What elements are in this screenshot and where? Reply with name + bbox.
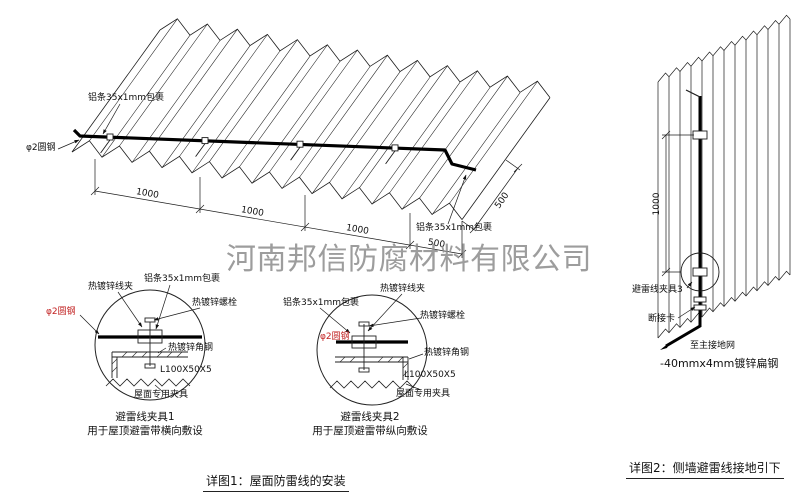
wall-label-disconnect: 断接卡 [648,312,675,324]
caption-detail1: 详图1：屋面防雷线的安装 [203,472,349,492]
dimension-ticks [90,186,467,259]
label-round-steel-main: φ2圆钢 [26,141,56,153]
d2-roof-sheet [329,380,415,389]
dimension-line [94,190,463,255]
label-al-strip-right: 铝条35x1mm包裹 [416,221,492,233]
label-al-strip-top: 铝条35x1mm包裹 [88,91,164,103]
d1-roof-sheet [105,378,191,387]
detail-circle-2 [316,294,428,406]
d2-title: 避雷线夹具2 [340,410,399,423]
detail1-leaders [79,284,201,393]
downlead-wire [665,96,702,348]
lightning-wire [72,128,477,172]
detail-circle-1 [94,289,206,401]
d2-label-angle: 热镀锌角钢 [424,346,469,358]
d1-nut-top [144,317,156,323]
wall-elevation-view [657,14,791,339]
wall-ribs [657,19,791,338]
wall-top-edge [657,14,791,83]
wall-label-to-ground: 至主接地网 [690,339,735,351]
downlead-entry [685,89,701,98]
d1-label-round-steel: φ2圆钢 [46,305,76,317]
wall-label-clamp3: 避雷线夹具3 [632,283,683,295]
d1-label-angle-spec: L100X50X5 [160,365,212,375]
dim-500-edge: 500 [493,191,511,211]
upper-clamp [692,130,708,140]
wall-leaders [677,281,696,319]
d2-angle-steel [335,356,409,380]
d2-label-angle-spec: L100X50X5 [404,370,456,380]
d1-label-clamp: 热镀锌线夹 [88,280,133,292]
roof-lightning-wire [72,128,477,172]
lower-clamp [692,267,708,277]
d1-nut-bottom [144,363,156,369]
d2-angle-hatch [339,356,409,377]
wire-clamp-stems [100,139,396,165]
dim-1000-c: 1000 [345,223,370,237]
downlead-arrowhead [660,342,670,350]
roof-valley-lines [101,35,521,215]
d2-subtitle: 用于屋顶避雷带纵向敷设 [312,424,428,437]
wall-downlead [660,89,720,350]
caption-detail2: 详图2：侧墙避雷线接地引下 [626,459,784,479]
roof-leaders [57,103,467,225]
dim-1000-b: 1000 [240,205,265,219]
dim-500-chain: 500 [427,238,446,251]
d2-nut-bottom [358,367,370,373]
d2-label-round-steel: φ2圆钢 [320,330,350,342]
d2-label-clamp: 热镀锌线夹 [380,282,425,294]
disconnect-plate-b [693,304,707,311]
roof-back-edge [159,18,551,98]
edge-dimension [461,159,523,234]
wall-label-flat-steel: -40mmx4mm镀锌扁钢 [660,356,778,370]
roof-ridge-lines [89,18,538,204]
wall-dimension [661,130,694,277]
d2-label-al-strip: 铝条35x1mm包裹 [283,296,359,308]
dim-1000-a: 1000 [135,187,160,201]
d1-title: 避雷线夹具1 [115,410,174,423]
roof-side-edges [71,29,551,220]
d1-label-al-strip: 铝条35x1mm包裹 [144,272,220,284]
d1-subtitle: 用于屋顶避雷带横向敷设 [87,424,203,437]
d1-label-roof-fixture: 屋面专用夹具 [134,388,188,400]
d1-angle-hatch [111,351,183,373]
company-watermark: 河南邦信防腐材料有限公司 [226,242,592,277]
d1-label-angle: 热镀锌角钢 [168,341,213,353]
d1-angle-steel [111,351,188,378]
d2-label-bolt: 热镀锌螺栓 [420,309,465,321]
extension-lines [94,159,463,258]
roof-dimension-chain [90,159,523,259]
d1-label-bolt: 热镀锌螺栓 [192,296,237,308]
roof-isometric-view [71,18,551,220]
wall-dim-1000: 1000 [652,192,662,215]
d2-label-roof-fixture: 屋面专用夹具 [396,387,450,399]
detail2-leaders [319,293,424,391]
wall-bottom-edge [657,270,791,339]
wire-clamp-squares [106,133,399,152]
disconnect-plate-a [693,296,707,303]
